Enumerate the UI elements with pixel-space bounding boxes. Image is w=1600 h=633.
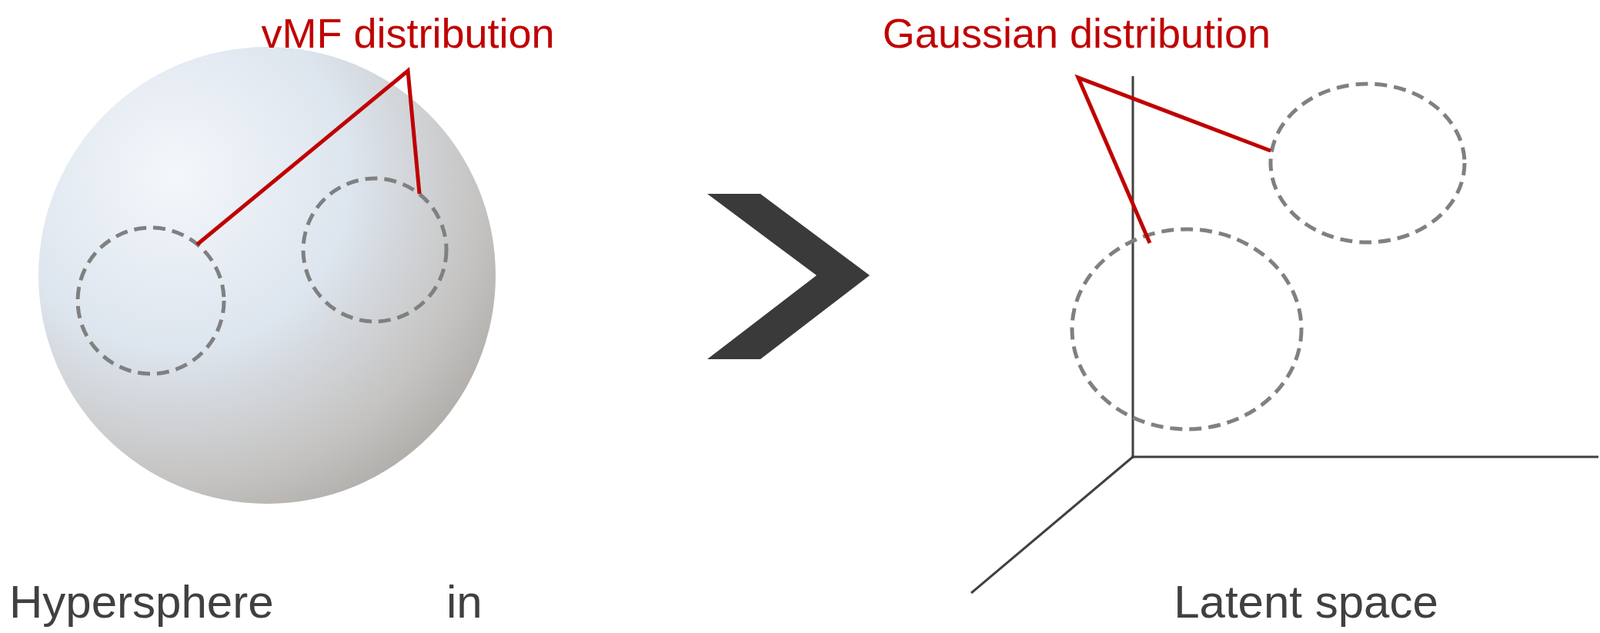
space-label: Hypersphere: [9, 575, 274, 629]
axis: [1131, 456, 1599, 459]
vmf-circle: [303, 178, 447, 322]
callout-label: vMF distribution: [260, 9, 555, 57]
gaussian-ellipse: [1270, 83, 1465, 243]
gaussian-ellipse: [1072, 229, 1302, 430]
callout-label: Gaussian distribution: [882, 9, 1271, 57]
leader-line: [197, 70, 420, 245]
hypersphere: [38, 46, 496, 505]
space-label: in: [446, 575, 483, 629]
axis: [1132, 76, 1135, 459]
space-label: Latent space: [1173, 575, 1439, 629]
chevron: [707, 193, 870, 360]
vmf-circle: [77, 227, 224, 375]
axis: [971, 457, 1133, 594]
leader-line: [1078, 77, 1271, 244]
